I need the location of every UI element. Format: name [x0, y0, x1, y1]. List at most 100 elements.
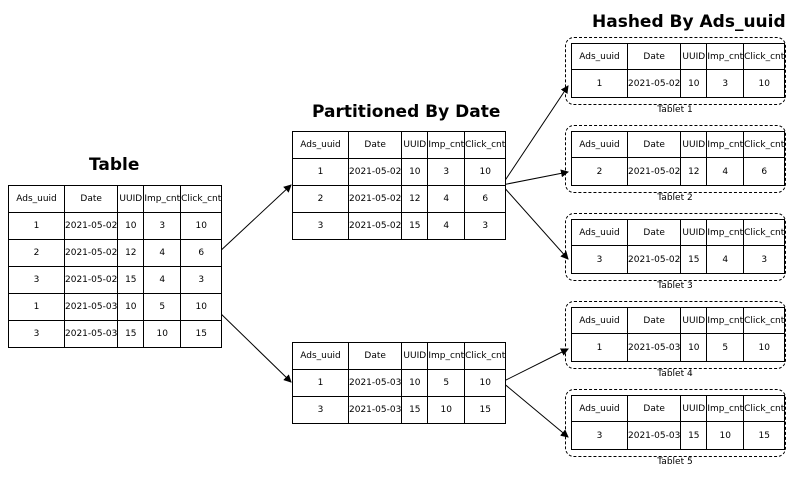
- column-header: UUID: [117, 185, 145, 213]
- table-cell: 3: [8, 266, 65, 294]
- table-cell: 4: [143, 266, 182, 294]
- column-header: Click_cnt: [743, 395, 786, 422]
- table-cell: 3: [571, 245, 628, 274]
- column-header: Date: [626, 307, 682, 334]
- column-header: Click_cnt: [180, 185, 223, 213]
- column-header: Date: [347, 342, 403, 370]
- table-cell: 1: [571, 333, 628, 362]
- table-cell: 4: [427, 185, 466, 213]
- table-cell: 2021-05-03: [347, 369, 403, 397]
- table-cell: 5: [427, 369, 466, 397]
- column-header: UUID: [401, 342, 429, 370]
- table-cell: 15: [401, 396, 429, 424]
- arrow-partition-1-to-tablet-2: [501, 169, 569, 186]
- tablet-2-label: Tablet 2: [657, 193, 693, 203]
- table-cell: 4: [143, 239, 182, 267]
- column-header: Imp_cnt: [427, 342, 466, 370]
- table-cell: 2021-05-03: [626, 421, 682, 450]
- column-header: Ads_uuid: [571, 131, 628, 158]
- table-cell: 2: [8, 239, 65, 267]
- column-header: Imp_cnt: [427, 131, 466, 159]
- tablet-1-label: Tablet 1: [657, 105, 693, 115]
- table-cell: 3: [706, 69, 745, 98]
- column-header: Date: [626, 43, 682, 70]
- table-cell: 15: [180, 320, 223, 348]
- column-header: Date: [626, 219, 682, 246]
- table-cell: 4: [706, 157, 745, 186]
- column-header: UUID: [680, 131, 708, 158]
- table-cell: 15: [464, 396, 507, 424]
- table-cell: 2: [571, 157, 628, 186]
- table-cell: 2021-05-02: [63, 266, 119, 294]
- table-cell: 3: [292, 396, 349, 424]
- column-header: Click_cnt: [743, 219, 786, 246]
- heading-hashed: Hashed By Ads_uuid: [592, 12, 786, 32]
- table-cell: 10: [180, 293, 223, 321]
- table-cell: 15: [117, 320, 145, 348]
- table-cell: 6: [464, 185, 507, 213]
- column-header: Date: [347, 131, 403, 159]
- heading-table: Table: [89, 155, 140, 175]
- table-cell: 2021-05-02: [63, 239, 119, 267]
- arrow-table-to-partition-1: [216, 184, 292, 255]
- arrow-table-to-partition-2: [216, 309, 292, 383]
- table-cell: 3: [143, 212, 182, 240]
- table-cell: 3: [292, 212, 349, 240]
- column-header: Ads_uuid: [571, 395, 628, 422]
- column-header: Ads_uuid: [292, 131, 349, 159]
- column-header: Date: [63, 185, 119, 213]
- column-header: Imp_cnt: [706, 43, 745, 70]
- tablet-5-label: Tablet 5: [657, 457, 693, 467]
- tablet-5-box: [565, 389, 786, 457]
- column-header: Date: [626, 395, 682, 422]
- table-cell: 10: [680, 333, 708, 362]
- table-cell: 10: [464, 369, 507, 397]
- table-cell: 2021-05-03: [347, 396, 403, 424]
- table-cell: 2021-05-02: [63, 212, 119, 240]
- table-cell: 2: [292, 185, 349, 213]
- table-cell: 15: [743, 421, 786, 450]
- table-cell: 4: [427, 212, 466, 240]
- table-cell: 1: [292, 158, 349, 186]
- table-cell: 3: [180, 266, 223, 294]
- table-cell: 10: [743, 69, 786, 98]
- heading-partitioned: Partitioned By Date: [312, 102, 501, 122]
- column-header: UUID: [680, 307, 708, 334]
- arrow-partition-2-to-tablet-5: [501, 381, 569, 438]
- table-cell: 6: [180, 239, 223, 267]
- column-header: UUID: [401, 131, 429, 159]
- table-cell: 10: [143, 320, 182, 348]
- column-header: UUID: [680, 395, 708, 422]
- tablet-4-box: [565, 301, 786, 369]
- table-cell: 12: [680, 157, 708, 186]
- column-header: Ads_uuid: [571, 219, 628, 246]
- column-header: Click_cnt: [464, 131, 507, 159]
- table-cell: 2021-05-02: [626, 69, 682, 98]
- table-cell: 2021-05-02: [626, 245, 682, 274]
- table-cell: 10: [464, 158, 507, 186]
- table-cell: 1: [292, 369, 349, 397]
- table-cell: 2021-05-02: [347, 212, 403, 240]
- column-header: Click_cnt: [464, 342, 507, 370]
